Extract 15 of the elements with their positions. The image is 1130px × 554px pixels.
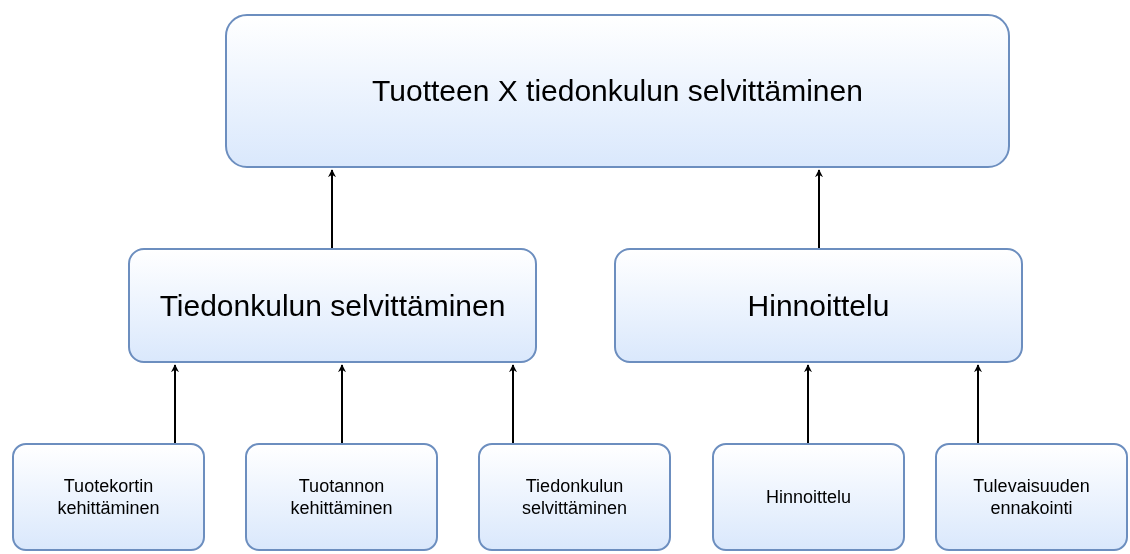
process-box: Tiedonkulun selvittäminen [478, 443, 671, 551]
arrow [338, 364, 346, 444]
process-box: Tuotekortin kehittäminen [12, 443, 205, 551]
process-box: Tuotteen X tiedonkulun selvittäminen [225, 14, 1010, 168]
arrow [328, 169, 336, 249]
arrow [509, 364, 517, 444]
process-box: Hinnoittelu [614, 248, 1023, 363]
process-box: Tuotannon kehittäminen [245, 443, 438, 551]
process-box: Tiedonkulun selvittäminen [128, 248, 537, 363]
arrow [974, 364, 982, 444]
process-box: Tulevaisuuden ennakointi [935, 443, 1128, 551]
arrow [171, 364, 179, 444]
process-box: Hinnoittelu [712, 443, 905, 551]
arrow [804, 364, 812, 444]
arrow [815, 169, 823, 249]
